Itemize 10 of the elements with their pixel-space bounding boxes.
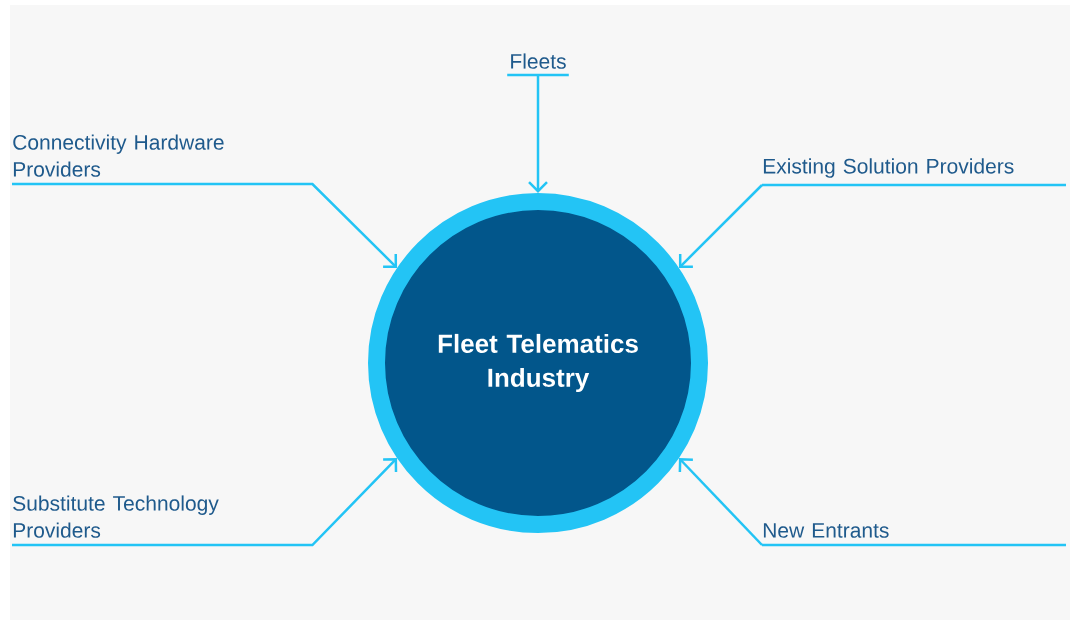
arrow: [678, 184, 763, 268]
arrow: [12, 182, 398, 268]
label-text: Existing Solution Providers: [763, 158, 1014, 178]
label-text: Substitute Technology Providers: [13, 495, 219, 538]
arrow: [678, 458, 763, 546]
arrow: [528, 75, 548, 193]
label-text: New Entrants: [763, 523, 889, 538]
label-text: Connectivity Hardware Providers: [13, 134, 224, 177]
arrow: [12, 458, 398, 547]
label-text: Fleets: [511, 53, 566, 69]
